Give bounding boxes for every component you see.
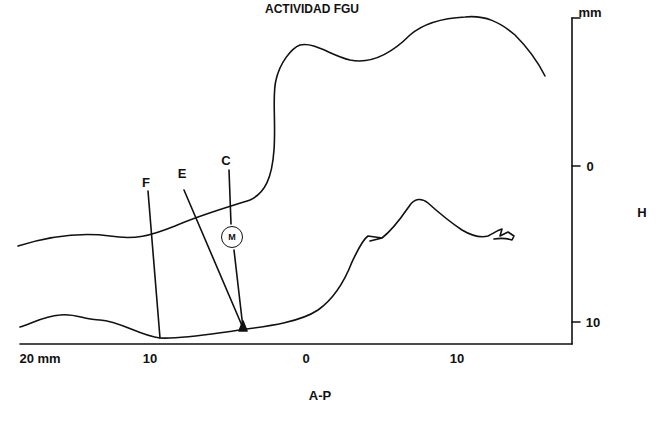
track-label: E xyxy=(178,167,187,180)
track-label: C xyxy=(221,154,230,167)
circled-label: M xyxy=(221,226,243,248)
axis-h xyxy=(571,18,573,344)
unit-label: mm xyxy=(578,6,601,19)
track-c xyxy=(234,250,243,328)
track-label: F xyxy=(142,176,150,189)
axis-title: A-P xyxy=(309,389,331,402)
tick xyxy=(572,165,580,167)
track-f xyxy=(148,191,160,338)
axis-tick-label: 10 xyxy=(586,316,600,329)
axis-ap xyxy=(20,343,572,345)
axis-tick-label: 10 xyxy=(450,352,464,365)
track-e xyxy=(184,190,243,328)
axis-tick-label: 20 mm xyxy=(19,352,60,365)
axis-tick-label: 0 xyxy=(586,160,593,173)
axis-tick-label: 10 xyxy=(143,352,157,365)
figure-title: ACTIVIDAD FGU xyxy=(265,3,359,15)
region-label: M xyxy=(228,233,236,242)
electrode-tip xyxy=(239,321,247,331)
lower-contour xyxy=(20,199,514,338)
axis-title: H xyxy=(637,206,646,219)
tick xyxy=(572,321,580,323)
track-c xyxy=(229,170,231,224)
axis-tick-label: 0 xyxy=(302,352,309,365)
upper-contour xyxy=(18,17,545,246)
